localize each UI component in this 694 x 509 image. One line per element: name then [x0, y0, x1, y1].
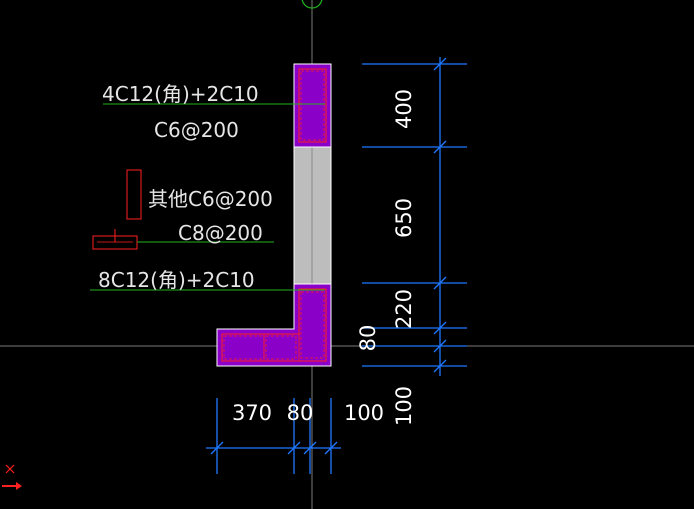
dim-80-horizontal-label: 80 [287, 401, 314, 425]
vertical-dimension-chain [362, 57, 467, 376]
bottom-rebar-label: 8C12(角)+2C10 [98, 268, 255, 292]
dim-220-label: 220 [392, 289, 416, 329]
dim-80-vertical-label: 80 [356, 325, 380, 352]
other-stirrup-symbol [126, 169, 142, 220]
dim-100-vertical-label: 100 [392, 386, 416, 426]
dim-100-horizontal-label: 100 [344, 401, 384, 425]
axis-marker-icon [301, 0, 323, 9]
horizontal-dimension-chain [206, 398, 341, 474]
dim-650-label: 650 [392, 198, 416, 238]
other-rebar-label: 其他C6@200 [148, 187, 273, 211]
tie-rebar-label: C8@200 [178, 221, 263, 245]
dim-370-label: 370 [232, 401, 272, 425]
tie-bar-symbol [92, 229, 138, 250]
bottom-column [216, 283, 332, 367]
top-stirrup-label: C6@200 [154, 118, 239, 142]
ucs-icon [2, 464, 22, 490]
dim-400-label: 400 [392, 89, 416, 129]
top-column [293, 63, 332, 148]
top-rebar-label: 4C12(角)+2C10 [102, 82, 259, 106]
